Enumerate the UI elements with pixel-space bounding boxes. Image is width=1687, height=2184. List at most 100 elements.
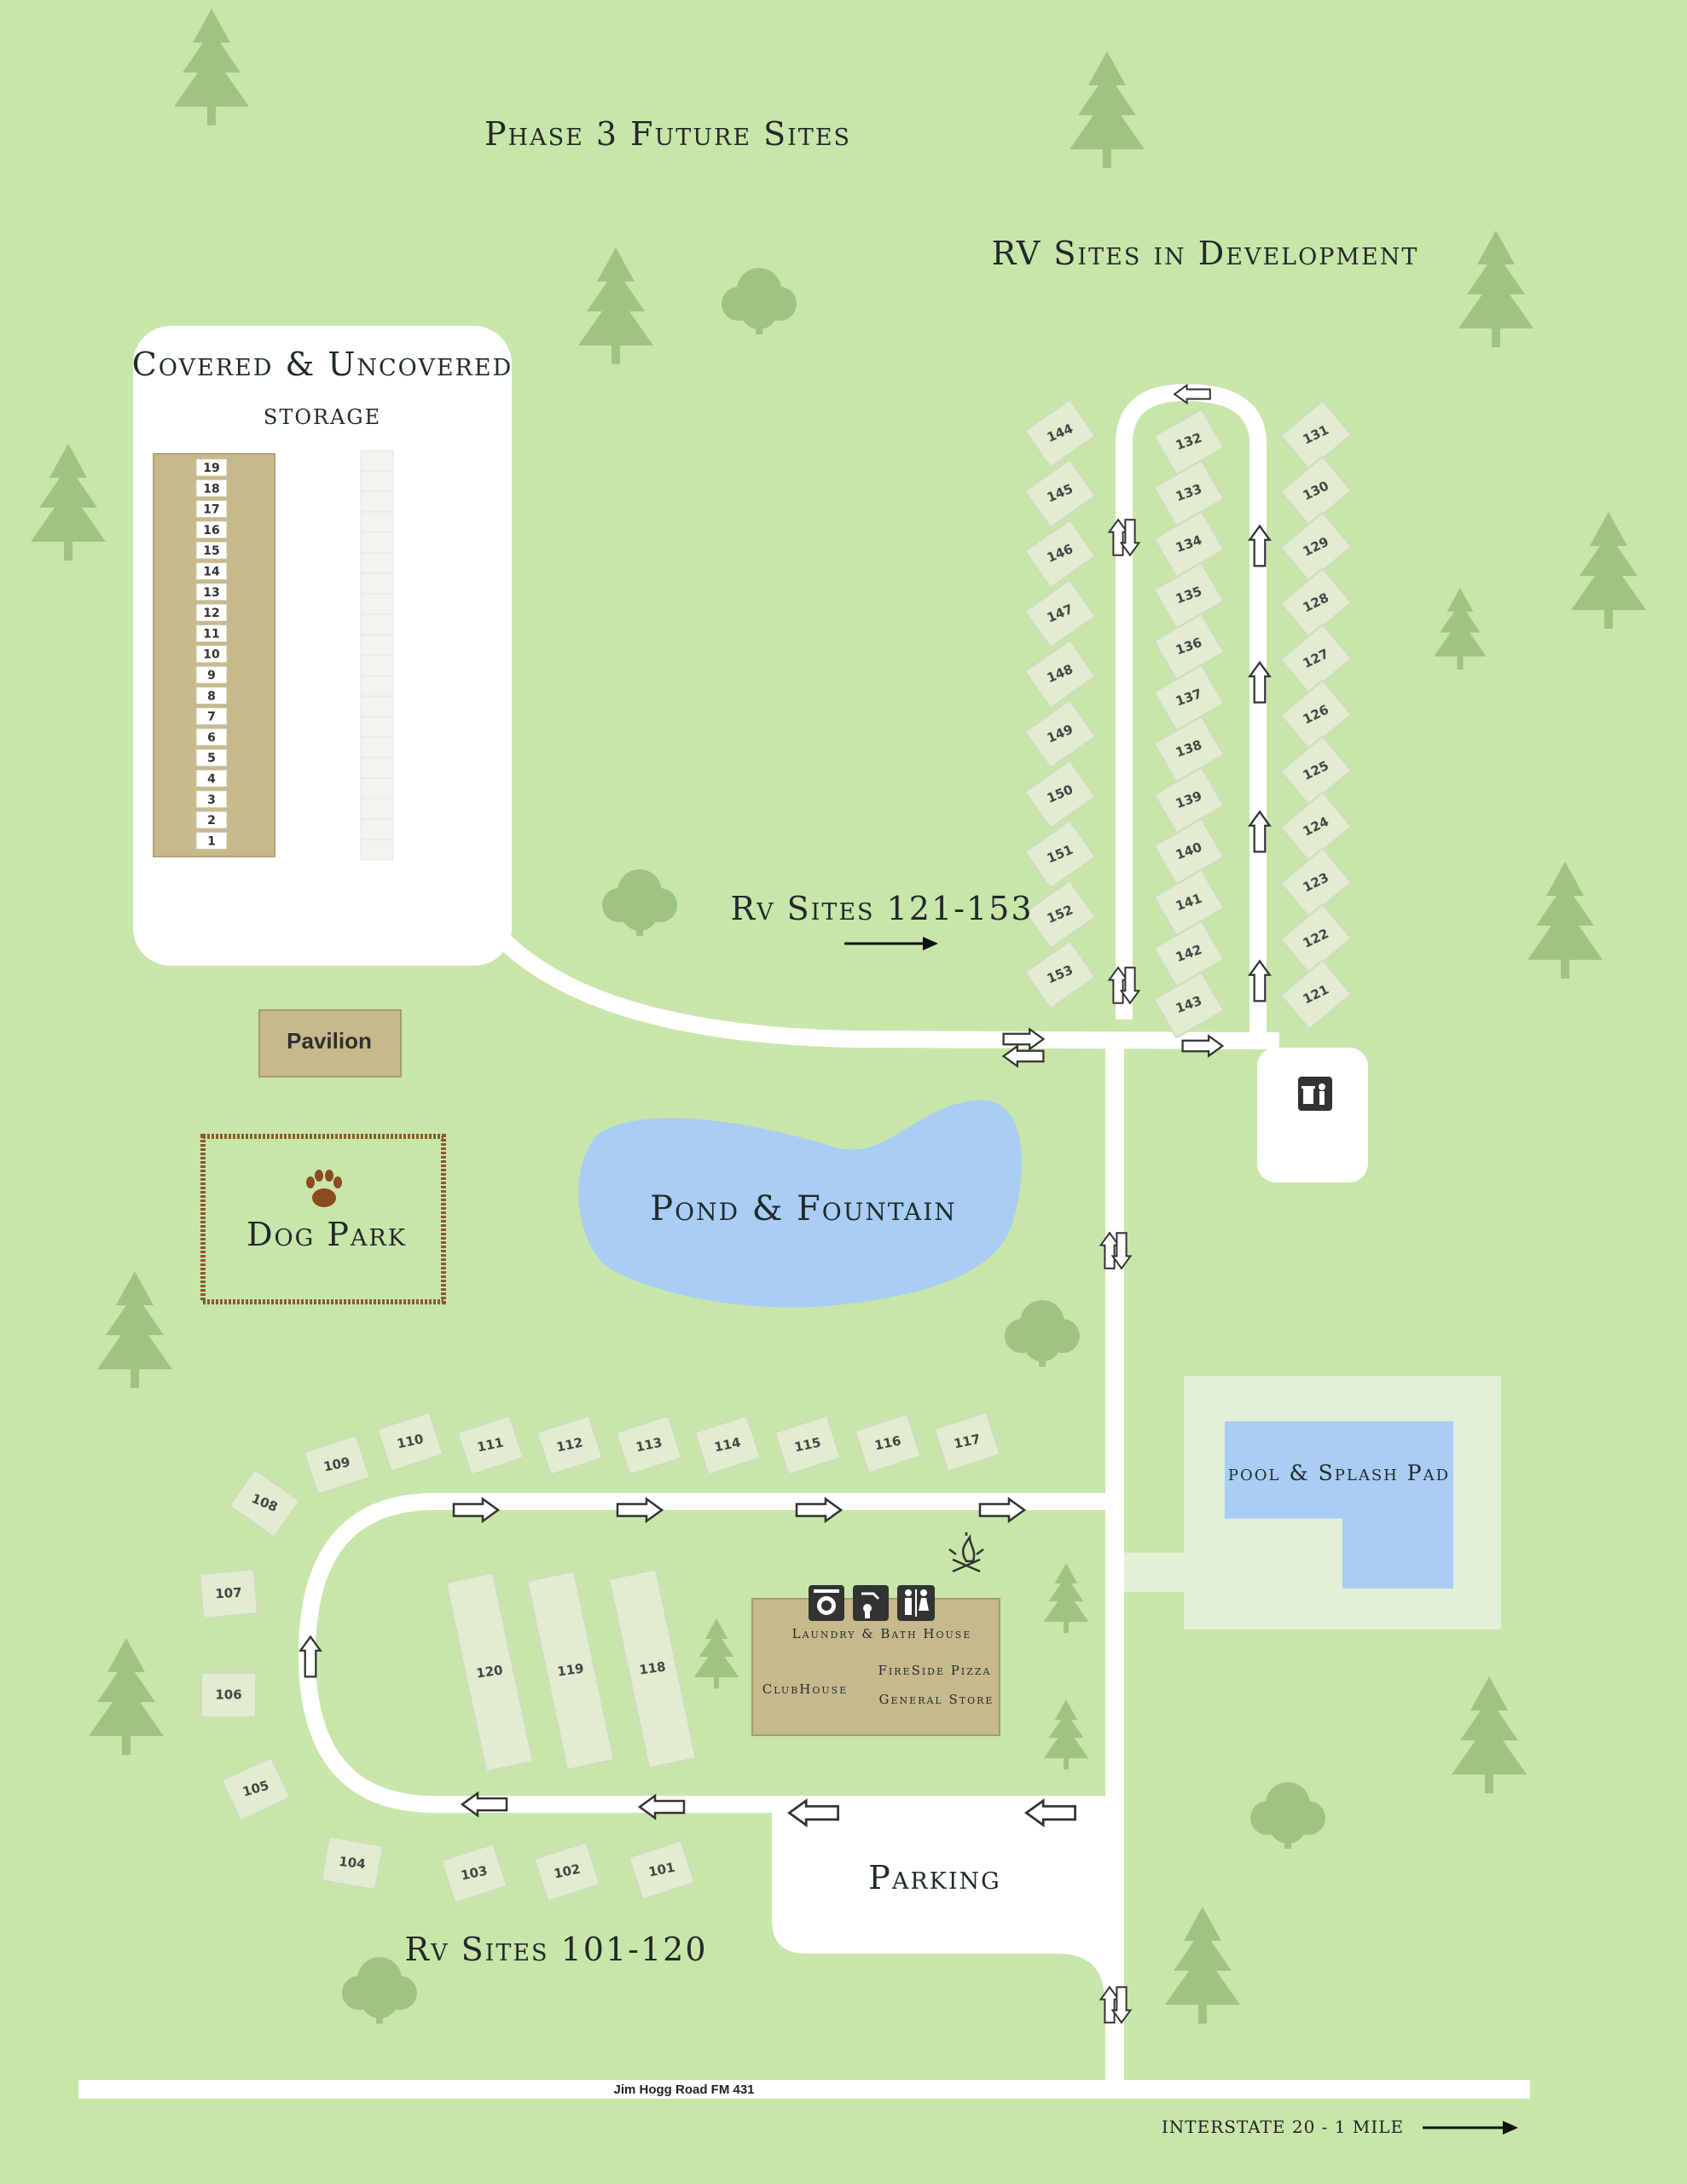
rv-site: 133 <box>1154 460 1224 526</box>
rv-site: 121 <box>1280 960 1352 1030</box>
pool-area: pool & Splash Pad <box>1124 1376 1501 1629</box>
rv-site: 101 <box>629 1839 695 1901</box>
rv-site: 125 <box>1280 735 1352 806</box>
storage-label-1: Covered & Uncovered <box>132 346 513 383</box>
rv-site: 142 <box>1154 921 1224 987</box>
svg-text:106: 106 <box>215 1687 241 1703</box>
pool-label: pool & Splash Pad <box>1228 1461 1450 1485</box>
rv-site: 130 <box>1280 456 1352 526</box>
fireside-label: FireSide Pizza <box>878 1663 992 1678</box>
rv-site: 107 <box>199 1568 258 1619</box>
rv-site: 153 <box>1024 940 1096 1009</box>
trash-pad <box>1257 1048 1368 1182</box>
tree-icon <box>1043 1563 1089 1634</box>
rv-site: 109 <box>304 1434 370 1496</box>
storage-unit-label: 14 <box>203 566 220 579</box>
svg-text:109: 109 <box>322 1455 351 1475</box>
tree-icon <box>1043 1699 1089 1770</box>
rv-site: 131 <box>1280 400 1352 470</box>
tree-icon <box>602 869 677 936</box>
storage-unit-label: 4 <box>207 773 216 787</box>
storage-unit-label: 16 <box>203 524 219 537</box>
rv-site: 104 <box>321 1836 384 1891</box>
rv-site: 140 <box>1154 818 1224 885</box>
rv-site: 144 <box>1024 399 1096 468</box>
arrow-icon <box>844 937 938 950</box>
rv-site: 106 <box>200 1672 257 1718</box>
rv-site: 141 <box>1154 869 1224 936</box>
rv-site: 145 <box>1024 459 1096 528</box>
storage-unit-label: 17 <box>203 503 219 517</box>
svg-text:118: 118 <box>638 1658 666 1677</box>
tree-icon <box>31 444 106 561</box>
pavilion-label: Pavilion <box>287 1028 372 1054</box>
storage-unit-label: 1 <box>207 834 216 848</box>
rv-site: 127 <box>1280 624 1352 694</box>
storage-unit-label: 13 <box>203 586 219 600</box>
rv-101-120-label: Rv Sites 101-120 <box>404 1931 707 1968</box>
rv-site: 137 <box>1154 665 1224 731</box>
interstate-label: INTERSTATE 20 - 1 MILE <box>1162 2117 1404 2137</box>
rv-site: 150 <box>1024 760 1096 828</box>
rv-site: 129 <box>1280 512 1352 582</box>
pavilion: Pavilion <box>258 1009 402 1077</box>
storage-unit-label: 2 <box>207 814 216 828</box>
rv-site: 124 <box>1280 792 1352 862</box>
rv-site: 136 <box>1154 613 1224 680</box>
svg-text:116: 116 <box>873 1433 902 1454</box>
tree-icon <box>1571 512 1646 629</box>
rv-site: 146 <box>1024 520 1096 588</box>
restroom-icon <box>897 1585 935 1621</box>
rv-site: 118 <box>608 1569 697 1769</box>
washer-icon <box>809 1585 844 1621</box>
svg-text:102: 102 <box>553 1862 582 1882</box>
rv-site: 149 <box>1024 700 1096 769</box>
arrow-icon <box>1423 2121 1518 2135</box>
campfire-icon <box>948 1532 984 1573</box>
svg-text:112: 112 <box>555 1435 584 1455</box>
storage-unit-label: 3 <box>207 793 216 807</box>
general-store-label: General Store <box>879 1692 994 1707</box>
svg-text:114: 114 <box>713 1435 742 1455</box>
tree-icon <box>578 247 653 364</box>
tree-icon <box>722 268 797 334</box>
storage-unit-label: 18 <box>203 482 219 496</box>
rv-site: 111 <box>457 1414 524 1476</box>
rv-site: 148 <box>1024 640 1096 708</box>
storage-unit-label: 7 <box>207 711 216 724</box>
trash-icon <box>1298 1077 1332 1111</box>
uncovered-storage <box>360 450 394 861</box>
rv-site: 152 <box>1024 880 1096 949</box>
storage-unit-label: 6 <box>207 731 216 745</box>
storage-label-2: storage <box>264 398 381 432</box>
rv-site: 128 <box>1280 568 1352 638</box>
tree-icon <box>97 1271 172 1388</box>
svg-text:104: 104 <box>338 1854 366 1872</box>
rv-site: 114 <box>694 1414 761 1476</box>
tree-icon <box>1528 862 1603 979</box>
paw-icon <box>306 1170 342 1207</box>
svg-text:117: 117 <box>953 1432 982 1452</box>
svg-text:110: 110 <box>396 1432 425 1452</box>
storage-unit-label: 10 <box>203 648 220 662</box>
rv-site: 102 <box>534 1841 600 1902</box>
rv-dev-label: RV Sites in Development <box>992 235 1419 272</box>
rv-site: 116 <box>855 1413 921 1474</box>
storage-unit-label: 5 <box>207 752 216 765</box>
rv-site: 113 <box>616 1414 682 1476</box>
rv-site: 135 <box>1154 562 1224 629</box>
tree-icon <box>1434 588 1487 670</box>
rv-site: 110 <box>377 1411 443 1472</box>
rv-site: 119 <box>526 1571 615 1770</box>
tree-icon <box>1452 1676 1527 1793</box>
svg-text:119: 119 <box>556 1660 584 1679</box>
rv-site: 134 <box>1154 511 1224 578</box>
rv-site: 138 <box>1154 716 1224 782</box>
dog-park-label: Dog Park <box>246 1216 407 1253</box>
svg-text:107: 107 <box>215 1585 242 1602</box>
shower-icon <box>853 1585 889 1621</box>
svg-text:103: 103 <box>460 1863 489 1884</box>
storage-unit-label: 8 <box>207 689 216 703</box>
